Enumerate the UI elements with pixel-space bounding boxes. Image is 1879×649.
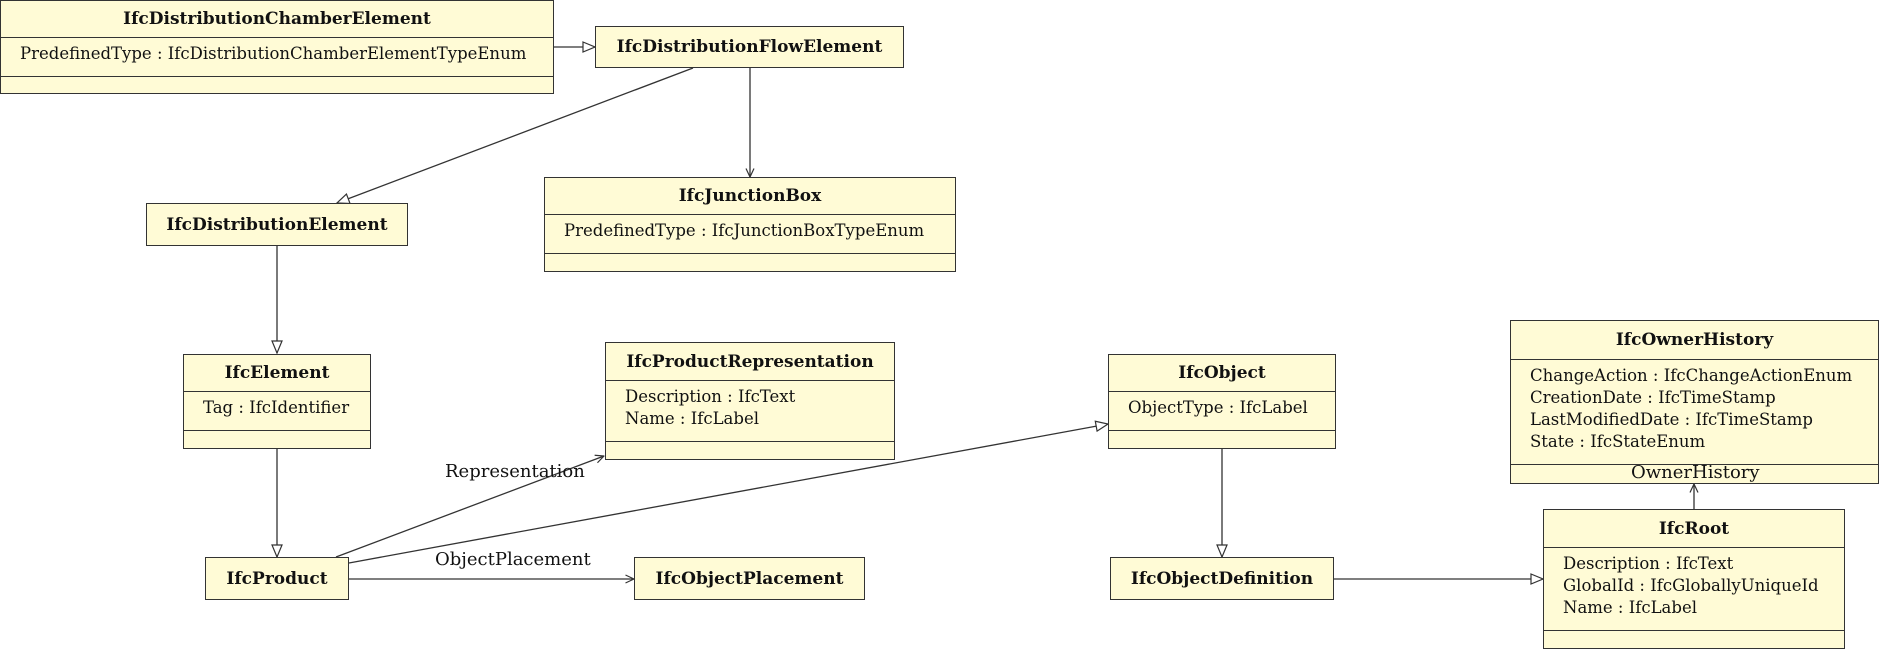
class-operations	[545, 253, 955, 271]
class-ifc-object-definition: IfcObjectDefinition	[1110, 557, 1334, 600]
attribute: ObjectType : IfcLabel	[1128, 398, 1308, 417]
edge-label-representation: Representation	[445, 461, 585, 482]
class-ifc-element: IfcElement Tag : IfcIdentifier	[183, 354, 371, 449]
attribute: Description : IfcText	[1563, 554, 1734, 573]
class-name: IfcProductRepresentation	[626, 351, 874, 372]
attribute: Name : IfcLabel	[1563, 598, 1697, 617]
class-name: IfcDistributionChamberElement	[123, 9, 431, 29]
edge-label-owner-history: OwnerHistory	[1631, 462, 1760, 483]
class-name: IfcDistributionFlowElement	[616, 37, 883, 57]
attribute: LastModifiedDate : IfcTimeStamp	[1530, 410, 1813, 429]
class-ifc-root: IfcRoot Description : IfcText GlobalId :…	[1543, 509, 1845, 649]
class-name: IfcObjectPlacement	[655, 568, 844, 589]
class-ifc-product: IfcProduct	[205, 557, 349, 600]
edge-flow-to-distribution	[337, 67, 694, 203]
attribute: PredefinedType : IfcJunctionBoxTypeEnum	[564, 221, 925, 240]
class-attributes: Tag : IfcIdentifier	[184, 391, 370, 430]
class-name: IfcJunctionBox	[678, 186, 822, 206]
class-attributes: Description : IfcText GlobalId : IfcGlob…	[1544, 547, 1844, 630]
attribute: PredefinedType : IfcDistributionChamberE…	[20, 44, 527, 63]
class-attributes: PredefinedType : IfcDistributionChamberE…	[1, 37, 553, 76]
class-ifc-distribution-element: IfcDistributionElement	[146, 203, 408, 246]
class-ifc-object: IfcObject ObjectType : IfcLabel	[1108, 354, 1336, 449]
attribute: Name : IfcLabel	[625, 409, 759, 428]
class-ifc-distribution-flow-element: IfcDistributionFlowElement	[595, 26, 904, 68]
class-operations	[1544, 630, 1844, 648]
class-operations	[184, 430, 370, 448]
class-attributes: PredefinedType : IfcJunctionBoxTypeEnum	[545, 214, 955, 253]
class-attributes: Description : IfcText Name : IfcLabel	[606, 380, 894, 441]
class-ifc-object-placement: IfcObjectPlacement	[634, 557, 865, 600]
edge-product-to-productrep	[335, 456, 604, 558]
attribute: State : IfcStateEnum	[1530, 432, 1706, 451]
class-operations	[1511, 464, 1878, 483]
class-operations	[606, 441, 894, 459]
class-ifc-product-representation: IfcProductRepresentation Description : I…	[605, 342, 895, 460]
class-name: IfcObjectDefinition	[1130, 568, 1314, 589]
attribute: CreationDate : IfcTimeStamp	[1530, 388, 1776, 407]
edge-label-object-placement: ObjectPlacement	[435, 549, 591, 570]
class-name: IfcOwnerHistory	[1615, 330, 1774, 350]
attribute: Description : IfcText	[625, 387, 796, 406]
class-ifc-owner-history: IfcOwnerHistory ChangeAction : IfcChange…	[1510, 320, 1879, 484]
class-name: IfcObject	[1178, 363, 1266, 383]
class-name: IfcProduct	[226, 568, 328, 589]
class-operations	[1, 76, 553, 93]
attribute: ChangeAction : IfcChangeActionEnum	[1530, 366, 1853, 385]
class-attributes: ObjectType : IfcLabel	[1109, 391, 1335, 430]
attribute: Tag : IfcIdentifier	[203, 398, 350, 417]
class-attributes: ChangeAction : IfcChangeActionEnum Creat…	[1511, 359, 1878, 464]
class-ifc-distribution-chamber-element: IfcDistributionChamberElement Predefined…	[0, 0, 554, 94]
class-name: IfcElement	[224, 363, 330, 383]
class-operations	[1109, 430, 1335, 448]
class-ifc-junction-box: IfcJunctionBox PredefinedType : IfcJunct…	[544, 177, 956, 272]
class-name: IfcDistributionElement	[166, 214, 388, 235]
attribute: GlobalId : IfcGloballyUniqueId	[1563, 576, 1819, 595]
edge-product-to-object	[348, 424, 1108, 564]
class-name: IfcRoot	[1658, 518, 1730, 539]
